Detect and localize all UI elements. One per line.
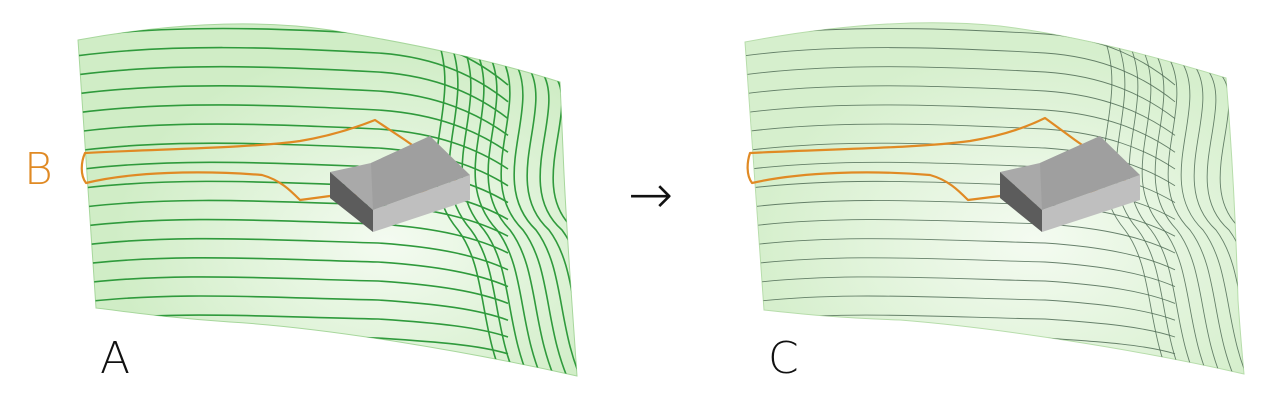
contour-a-contour — [487, 55, 561, 376]
contour-c-contour — [1115, 43, 1189, 374]
contour-a-contour — [474, 51, 548, 376]
boundary-b-outline-c — [746, 116, 1127, 202]
contour-c-contour — [1128, 47, 1202, 374]
contour-a-contour — [78, 46, 509, 103]
right-arrow-icon: → — [628, 163, 673, 226]
contour-c-contour — [745, 276, 1176, 304]
contour-a-contour — [78, 104, 509, 153]
building-gable-a — [330, 172, 373, 232]
contour-c-contour — [745, 104, 1176, 153]
building-a — [330, 136, 470, 232]
contour-a-contour — [461, 47, 535, 376]
contour-c-contour — [1102, 39, 1176, 374]
contour-a-contour — [435, 39, 509, 376]
contour-c-contour — [1141, 51, 1215, 374]
contour-a-contour — [448, 43, 522, 376]
contour-c-contour — [745, 238, 1176, 271]
building-gable-c — [1000, 172, 1042, 232]
contour-a-contour — [78, 218, 509, 254]
contour-a-contour — [78, 237, 509, 271]
contour-c-contour — [745, 66, 1176, 119]
building-roof-ridge-c — [1040, 136, 1140, 210]
panel-c-label: C — [768, 333, 799, 384]
building-c — [1000, 136, 1140, 232]
contour-c-contour — [745, 257, 1176, 288]
contour-c-contour — [745, 47, 1176, 103]
building-front-a — [373, 175, 470, 232]
contour-c-contour — [1154, 55, 1228, 374]
contour-c-contour — [1167, 59, 1241, 374]
contour-a-contour — [78, 295, 509, 321]
contour-c-contour — [745, 123, 1176, 170]
contour-c-contour — [745, 295, 1176, 321]
contour-c-contour — [745, 85, 1176, 136]
contour-a-contour — [513, 63, 577, 376]
contour-c-contour — [745, 142, 1176, 187]
panel-a-label: A — [100, 333, 130, 384]
terrain-surface-c — [744, 22, 1245, 375]
contour-c-contour — [745, 219, 1176, 254]
panel-c: C — [744, 22, 1245, 384]
boundary-b-outline — [80, 118, 457, 202]
boundary-label: B — [24, 144, 53, 195]
contour-a-contour — [78, 85, 509, 137]
contour-a-contour — [78, 142, 509, 187]
contour-a-contour — [526, 67, 577, 376]
terrain-surface-a — [77, 23, 578, 377]
contour-a-contour — [500, 59, 574, 376]
building-front-c — [1042, 175, 1140, 232]
contour-a-contour — [78, 123, 509, 170]
panel-a: A — [77, 23, 578, 384]
contour-c-contour — [1206, 71, 1244, 374]
contour-a-contour — [78, 65, 509, 120]
contour-c-contour — [1180, 63, 1244, 374]
contour-a-contour — [78, 256, 509, 288]
building-roof-ridge-a — [371, 136, 470, 210]
contour-c-contour — [1193, 67, 1244, 374]
contour-a-contour — [539, 71, 577, 376]
contour-a-contour — [78, 276, 509, 305]
